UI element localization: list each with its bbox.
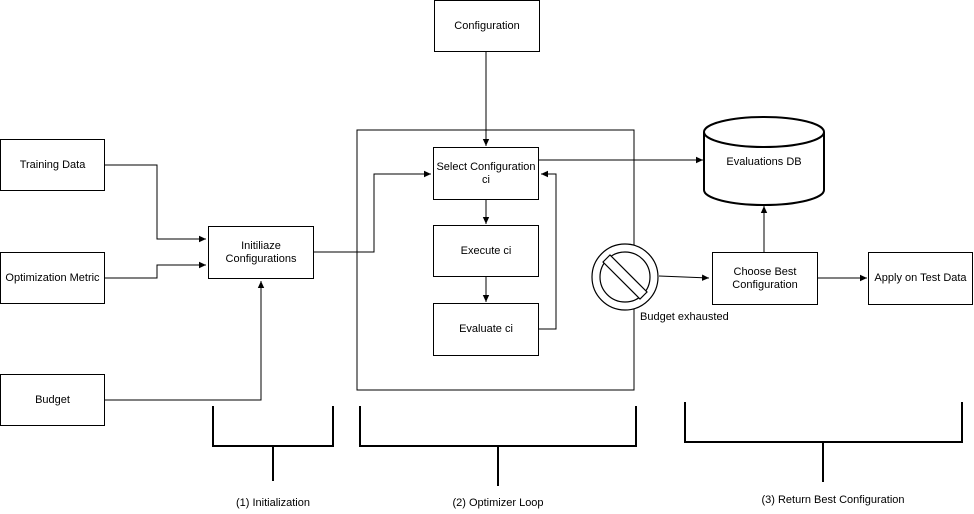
- select-configuration-box: Select Configuration ci: [433, 147, 539, 200]
- configuration-label: Configuration: [454, 19, 520, 32]
- apply-test-data-label: Apply on Test Data: [874, 272, 967, 284]
- optimization-metric-label: Optimization Metric: [5, 271, 100, 284]
- phase-2-label: (2) Optimizer Loop: [452, 497, 544, 509]
- select-configuration-label: Select Configuration ci: [436, 160, 536, 186]
- edge-evaluate-to-select: [539, 170, 557, 330]
- evaluations-db-cylinder: [703, 116, 825, 206]
- configuration-box: Configuration: [434, 0, 540, 52]
- evaluations-db-label: Evaluations DB: [726, 156, 802, 168]
- phase-1-bracket: [212, 406, 334, 481]
- edge-metric-to-init: [105, 261, 206, 279]
- phase-3-bracket: [684, 402, 963, 482]
- phase-3-label: (3) Return Best Configuration: [761, 494, 905, 506]
- prohibited-icon: [591, 243, 659, 311]
- choose-best-configuration-box: Choose Best Configuration: [712, 252, 818, 305]
- apply-test-data-box: Apply on Test Data: [868, 252, 973, 305]
- evaluate-box: Evaluate ci: [433, 303, 539, 356]
- evaluate-label: Evaluate ci: [459, 323, 513, 335]
- initialize-configurations-label: Initiliaze Configurations: [225, 239, 297, 265]
- training-data-box: Training Data: [0, 139, 105, 191]
- edge-budget-to-init: [105, 281, 265, 401]
- budget-label: Budget: [35, 393, 70, 406]
- training-data-label: Training Data: [19, 158, 86, 171]
- optimization-metric-box: Optimization Metric: [0, 252, 105, 304]
- edge-stop-to-choose: [658, 274, 710, 281]
- budget-exhausted-label: Budget exhausted: [640, 311, 729, 323]
- execute-label: Execute ci: [460, 244, 512, 257]
- initialize-configurations-box: Initiliaze Configurations: [208, 226, 314, 279]
- execute-box: Execute ci: [433, 225, 539, 277]
- choose-best-configuration-label: Choose Best Configuration: [732, 265, 798, 291]
- budget-box: Budget: [0, 374, 105, 426]
- edge-init-to-select: [314, 170, 431, 253]
- edge-training-to-init: [105, 164, 206, 243]
- phase-2-bracket: [359, 406, 637, 486]
- phase-1-label: (1) Initialization: [236, 497, 310, 509]
